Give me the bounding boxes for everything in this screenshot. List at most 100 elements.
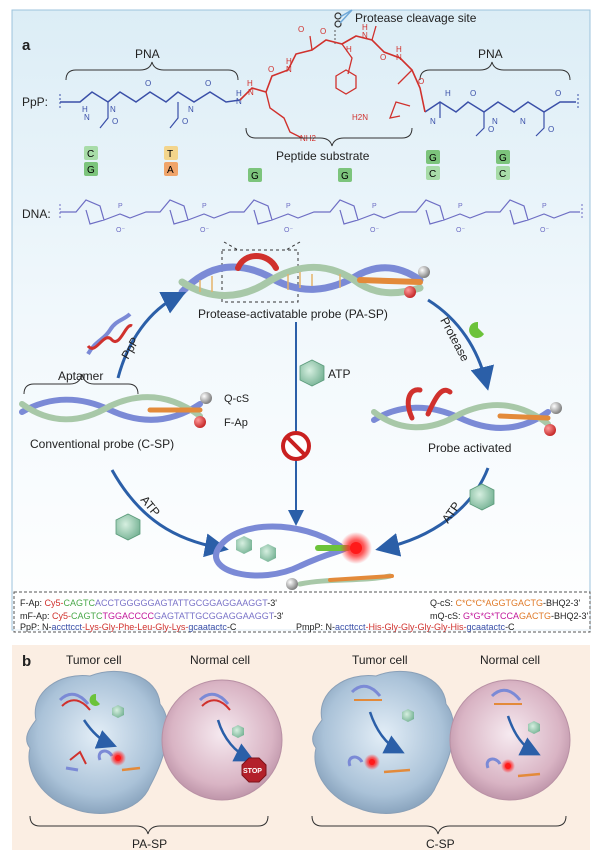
pa-sp-label: Protease-activatable probe (PA-SP) (198, 307, 388, 321)
normal-cell-2-label: Normal cell (480, 653, 540, 667)
base-2-bottom: A (167, 165, 174, 176)
atp-right-icon (469, 483, 495, 511)
svg-text:N: N (84, 113, 90, 122)
arrow-atp-right (375, 467, 490, 557)
normal-cell-2 (449, 679, 571, 801)
f-ap-label: F-Ap (224, 417, 248, 429)
c-sp-duplex (19, 392, 212, 428)
tumor-cell-2 (312, 670, 455, 814)
svg-text:H: H (396, 45, 402, 54)
pmpp-name: PmpP: (296, 622, 323, 632)
protease-icon (469, 321, 484, 338)
mqcs-sequence: mQ-cS: G*G*G*TCCAGACTG-BHQ2-3' (430, 611, 589, 621)
sequence-box (13, 591, 591, 633)
pmpp-part-3: -His-Gly-Gly-Gly-Gly-His- (366, 622, 467, 632)
fap-name: F-Ap: (20, 598, 42, 608)
mfap-name: mF-Ap: (20, 611, 50, 621)
zoom-box (221, 249, 299, 303)
svg-text:P: P (542, 203, 547, 210)
ppp-part-5: -C (227, 622, 237, 632)
c-sp-group-label: C-SP (426, 837, 455, 851)
normal-cell-1-label: Normal cell (190, 653, 250, 667)
stop-sign-icon: STOP (241, 757, 267, 783)
qcs-sequence: Q-cS: C*C*C*AGGTGACTG-BHQ2-3' (430, 598, 581, 608)
pna-right-bracket (419, 61, 571, 81)
mfap-part-2: CAGTC (71, 611, 103, 621)
svg-text:O: O (320, 27, 326, 36)
svg-text:N: N (110, 105, 116, 114)
mqcs-part-3: -BHQ2-3' (551, 611, 589, 621)
svg-text:O⁻: O⁻ (200, 227, 209, 234)
svg-text:O: O (380, 53, 386, 62)
base-6-bottom: C (499, 169, 506, 180)
panel-a-label: a (22, 37, 31, 54)
mqcs-part-2: GACTG (519, 611, 551, 621)
dna-label: DNA: (22, 207, 51, 221)
fap-part-3: ACCTGGGGGAGTATTGCGGAGGAAGGT (95, 598, 268, 608)
svg-text:N: N (396, 53, 402, 62)
svg-text:P: P (118, 203, 123, 210)
svg-text:O: O (145, 79, 151, 88)
svg-text:O: O (555, 89, 561, 98)
atp-center-label: ATP (328, 367, 350, 381)
pna-backbone-left (60, 91, 241, 103)
pmpp-part-5: -C (505, 622, 515, 632)
pna-right-label: PNA (478, 47, 503, 61)
tumor-cell-1 (26, 670, 169, 814)
chemical-structure: Protease cleavage site PNA PNA PpP: DNA:… (22, 9, 583, 234)
svg-text:O: O (182, 117, 188, 126)
svg-text:P: P (458, 203, 463, 210)
svg-text:N: N (248, 88, 254, 97)
atp-bound-complex (213, 523, 394, 590)
svg-text:O⁻: O⁻ (456, 227, 465, 234)
fap-part-2: CAGTC (64, 598, 96, 608)
base-4-bottom: G (341, 171, 349, 182)
svg-text:H: H (247, 79, 253, 88)
svg-text:O⁻: O⁻ (370, 227, 379, 234)
pna-left-bracket (65, 61, 239, 81)
ppp-label: PpP: (22, 95, 48, 109)
tumor-cell-2-label: Tumor cell (352, 653, 408, 667)
pa-sp-group-label: PA-SP (132, 837, 167, 851)
aptamer-bracket (23, 373, 139, 395)
svg-text:O⁻: O⁻ (540, 227, 549, 234)
svg-text:O: O (488, 125, 494, 134)
mqcs-part-1: G*G*G*TCCA (463, 611, 519, 621)
mfap-part-4: GAGTATTGCGGAGGAAGGT (154, 611, 275, 621)
svg-text:O⁻: O⁻ (116, 227, 125, 234)
pmpp-part-2: accttcct (335, 622, 366, 632)
fap-part-4: -3' (267, 598, 277, 608)
pna-backbone-right (424, 101, 576, 113)
svg-text:O: O (548, 125, 554, 134)
activated-label: Probe activated (428, 441, 511, 455)
svg-text:N: N (236, 97, 242, 106)
mfap-part-3: TGGACCCC (103, 611, 155, 621)
aptamer-label: Aptamer (58, 369, 103, 383)
arrow-ppp (116, 291, 187, 379)
q-cs-label: Q-cS (224, 393, 249, 405)
svg-text:N: N (492, 117, 498, 126)
peptide-substrate-label: Peptide substrate (276, 149, 370, 163)
svg-text:N: N (430, 117, 436, 126)
conventional-label: Conventional probe (C-SP) (30, 437, 174, 451)
svg-text:O: O (268, 65, 274, 74)
atp-center-icon (299, 359, 325, 387)
nh2-right-label: H2N (352, 113, 368, 122)
svg-text:H: H (236, 89, 242, 98)
fap-part-1: Cy5- (45, 598, 64, 608)
qcs-part-1: C*C*C*AGGTGACTG (456, 598, 544, 608)
c-sp-bracket (311, 815, 567, 835)
scissors-icon (334, 9, 353, 46)
pmpp-part-4: gcaatactc (467, 622, 506, 632)
qcs-name: Q-cS: (430, 598, 453, 608)
pmpp-part-1: N- (326, 622, 336, 632)
ppp-part-3: -Lys-Gly-Phe-Leu-Gly-Lys- (82, 622, 188, 632)
cleavage-site-label: Protease cleavage site (355, 11, 477, 25)
svg-text:P: P (372, 203, 377, 210)
peptide-substrate-bracket (245, 127, 413, 147)
base-6-top: G (499, 153, 507, 164)
svg-text:O: O (470, 89, 476, 98)
pa-sp-bracket (29, 815, 269, 835)
panel-b-label: b (22, 653, 31, 670)
